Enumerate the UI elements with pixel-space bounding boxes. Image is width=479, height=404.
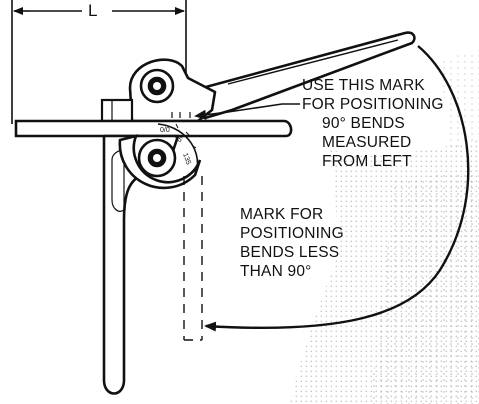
callout-90-bends: USE THIS MARK FOR POSITIONING 90° BENDS … (302, 76, 444, 171)
curved-arrow (204, 45, 470, 332)
tube (14, 119, 293, 138)
callout-90-line-5: FROM LEFT (322, 153, 412, 170)
callout-less-than-90: MARK FOR POSITIONING BENDS LESS THAN 90° (240, 205, 344, 281)
callout-90-line-1: USE THIS MARK (302, 77, 425, 94)
callout-less-line-3: BENDS LESS (240, 244, 340, 261)
scale-mark-135: 135 (181, 152, 192, 165)
callout-90-line-4: MEASURED (322, 134, 412, 151)
upper-block (128, 58, 217, 123)
degree-scale: 0/0 45 135 (157, 123, 199, 171)
dimension-label-l: L (86, 1, 100, 21)
scale-mark-45: 45 (173, 134, 183, 144)
scale-mark-0: 0/0 (160, 127, 170, 134)
callout-less-line-1: MARK FOR (240, 206, 324, 223)
callout-less-line-4: THAN 90° (240, 263, 312, 280)
position-marks (171, 112, 191, 118)
leader-90 (194, 103, 300, 120)
callout-90-line-2: FOR POSITIONING (302, 96, 444, 113)
callout-90-line-3: 90° BENDS (322, 115, 405, 132)
upper-handle (178, 31, 416, 120)
callout-less-line-2: POSITIONING (240, 225, 344, 242)
form-die (118, 134, 202, 190)
dashed-tube-outline (183, 176, 203, 341)
clamp-block (100, 98, 134, 123)
